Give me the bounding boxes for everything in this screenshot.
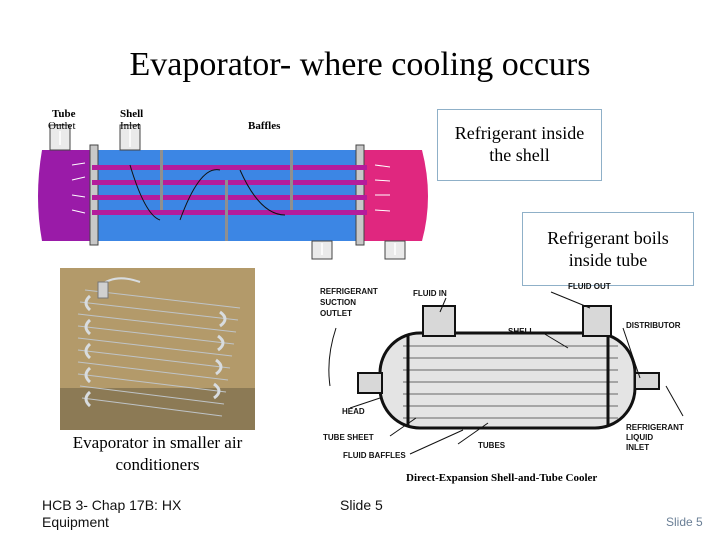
suction-outlet-label-1: REFRIGERANT [320, 287, 378, 296]
shell-tube-diagram: Tube Outlet Shell Inlet Baffles [38, 108, 428, 260]
fluid-out-label: FLUID OUT [568, 282, 611, 291]
tubes [92, 165, 367, 215]
suction-outlet-label-2: SUCTION [320, 298, 356, 307]
dx-cooler-diagram: REFRIGERANT SUCTION OUTLET FLUID IN FLUI… [320, 282, 684, 484]
footer-left: HCB 3- Chap 17B: HX Equipment [42, 497, 182, 530]
slide-title: Evaporator- where cooling occurs [129, 46, 591, 83]
baffles-label: Baffles [248, 120, 281, 132]
photo-caption: Evaporator in smaller air conditioners [72, 433, 243, 474]
tube-outlet-label-1: Tube [52, 108, 76, 120]
evaporator-photo [60, 268, 255, 430]
distributor-label: DISTRIBUTOR [626, 321, 681, 330]
shell-label: SHELL [508, 327, 534, 336]
callout-refrigerant-tube: Refrigerant boils inside tube [522, 212, 694, 286]
left-head [38, 150, 95, 241]
tubes-label: TUBES [478, 441, 506, 450]
suction-outlet-label-3: OUTLET [320, 309, 352, 318]
shell-inlet-label-2: Inlet [120, 120, 140, 132]
liquid-inlet-label-3: INLET [626, 443, 649, 452]
liquid-inlet-label-1: REFRIGERANT [626, 423, 684, 432]
footer-slide-number: Slide 5 [666, 515, 703, 529]
shell-inlet-label-1: Shell [120, 108, 143, 120]
cooler-caption: Direct-Expansion Shell-and-Tube Cooler [406, 472, 597, 484]
right-head [364, 150, 428, 241]
tube-sheet-label: TUBE SHEET [323, 433, 374, 442]
tube-outlet-label-2: Outlet [48, 120, 76, 132]
fluid-baffles-label: FLUID BAFFLES [343, 451, 406, 460]
head-label: HEAD [342, 407, 365, 416]
liquid-inlet-label-2: LIQUID [626, 433, 653, 442]
baffles [160, 150, 293, 241]
fluid-in-label: FLUID IN [413, 289, 447, 298]
callout-refrigerant-shell: Refrigerant inside the shell [437, 109, 602, 181]
footer-center: Slide 5 [340, 497, 383, 513]
